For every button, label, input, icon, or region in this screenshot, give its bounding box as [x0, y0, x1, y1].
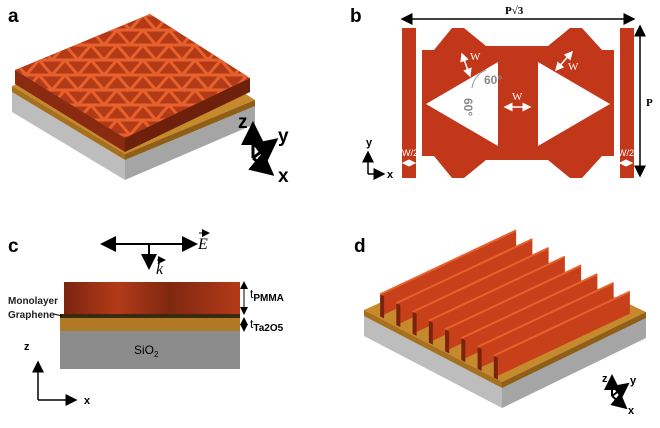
grating-wall-end — [477, 346, 482, 371]
panel-d-axes: z y x — [602, 373, 637, 417]
angle-arc-1 — [471, 69, 487, 89]
panel-c-letter: c — [8, 236, 19, 257]
grating-wall-top — [428, 255, 566, 322]
angle-label-2: 60° — [461, 98, 475, 116]
ta2o5-right-edge — [125, 100, 255, 160]
panel-d-letter: d — [354, 236, 366, 257]
panel-b-axes: y x — [362, 137, 394, 181]
lattice-left-wall — [15, 70, 125, 152]
panel-a-lattice — [15, 14, 250, 152]
gap-top-center — [464, 28, 570, 46]
b-x-label: x — [387, 169, 394, 181]
grating-wall-end — [380, 294, 385, 319]
ta2o5-thickness-label: tTa2O5 — [250, 317, 284, 334]
triangle-hole-right — [538, 62, 610, 146]
w-label-3: W — [568, 61, 579, 73]
substrate-left-side — [12, 92, 125, 180]
gap-right-strip — [614, 50, 620, 156]
grating-wall-top — [412, 246, 550, 313]
cross-section: SiO2 — [60, 282, 240, 369]
grating-wall-end — [461, 338, 466, 363]
w-arrow-1 — [460, 52, 472, 78]
a-y-axis — [252, 138, 279, 163]
panel-b-letter: b — [350, 6, 362, 27]
panel-a: a z y x — [8, 6, 289, 187]
d-y-axis — [611, 382, 630, 399]
c-x-label: x — [84, 395, 91, 407]
period-label: P√3 — [505, 5, 524, 17]
angle-label-1: 60° — [484, 73, 502, 87]
w-label-1: W — [470, 51, 481, 63]
d-substrate-right — [502, 318, 646, 408]
grating-wall-top — [460, 273, 598, 340]
grating-wall-top — [379, 229, 517, 296]
w-arrow-3 — [555, 50, 573, 72]
graphene-layer — [60, 314, 240, 318]
panel-d: d z y x — [354, 229, 646, 417]
unit-cell-annotations: W W W 60° 60° W/2 W/2 — [401, 50, 634, 167]
grating-wall-end — [493, 355, 498, 380]
e-field-label: E — [197, 236, 208, 253]
d-x-axis — [610, 392, 628, 410]
sio2-label: SiO2 — [134, 343, 159, 359]
k-vector-label: k — [156, 261, 164, 278]
d-y-label: y — [630, 375, 637, 387]
gap-bottom-center — [464, 160, 570, 178]
grating-wall-top — [477, 281, 615, 348]
panel-d-gratings — [379, 229, 631, 380]
grating-wall — [493, 291, 630, 378]
w-label-2: W — [512, 91, 523, 103]
half-w-label-left: W/2 — [402, 148, 418, 158]
a-z-label: z — [238, 112, 248, 133]
grating-wall-end — [412, 311, 417, 336]
lattice-pattern — [15, 14, 250, 138]
d-substrate-left — [364, 316, 502, 408]
gap-bottom-right — [582, 156, 620, 178]
grating-wall-top — [444, 264, 582, 331]
pmma-layer — [64, 282, 240, 314]
grating-wall-end — [428, 320, 433, 345]
graphene-label-line2: Graphene — [8, 310, 55, 321]
ta2o5-layer-section — [60, 318, 240, 331]
lattice-right-wall — [125, 78, 250, 152]
a-x-label: x — [278, 166, 289, 187]
unit-cell — [402, 28, 634, 178]
d-x-label: x — [628, 405, 635, 417]
d-z-label: z — [602, 373, 608, 385]
a-x-axis — [248, 151, 275, 176]
c-z-label: z — [24, 341, 30, 353]
panel-a-axes: z y x — [238, 112, 289, 187]
ta2o5-left-edge — [12, 86, 125, 160]
pmma-thickness-label: tPMMA — [250, 287, 284, 304]
b-y-label: y — [366, 137, 373, 149]
height-label: P — [646, 97, 653, 109]
half-w-label-right: W/2 — [618, 148, 634, 158]
grating-wall-end — [445, 329, 450, 354]
gap-bottom-left — [416, 156, 452, 178]
a-y-label: y — [278, 126, 289, 147]
panel-a-letter: a — [8, 6, 19, 27]
panel-c: c E k SiO2 Monolayer Graphene tPMMA tTa2… — [8, 229, 284, 407]
panel-b: b P√3 P W W — [350, 5, 653, 181]
gap-left-strip — [416, 50, 422, 156]
panel-c-axes: z x — [24, 341, 91, 407]
grating-wall-top — [395, 238, 533, 305]
graphene-label-line1: Monolayer — [8, 296, 58, 307]
gap-top-right — [582, 28, 620, 50]
d-ta2o5-left-edge — [364, 310, 502, 388]
sio2-substrate — [60, 331, 240, 369]
substrate-right-side — [125, 106, 255, 180]
d-ta2o5-right-edge — [502, 312, 646, 388]
triangle-hole-left — [426, 62, 498, 146]
graphene-pointer — [53, 313, 63, 317]
gap-top-left — [416, 28, 452, 50]
grating-wall-end — [396, 303, 401, 328]
grating-wall-top — [493, 290, 631, 357]
